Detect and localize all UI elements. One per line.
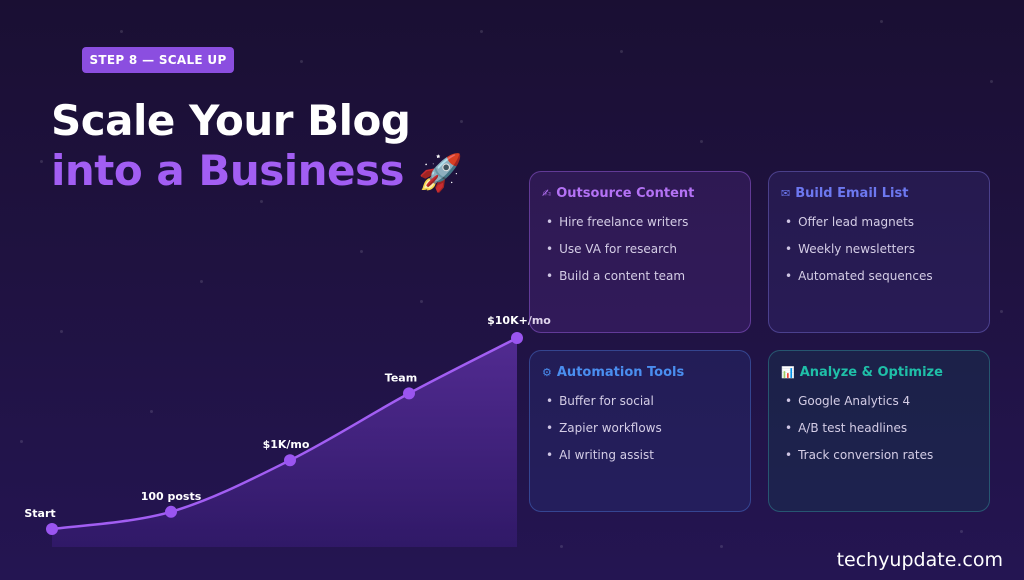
card-outsource-content: ✍ Outsource Content Hire freelance write…	[529, 171, 751, 333]
card-outsource-list: Hire freelance writers Use VA for resear…	[542, 215, 738, 283]
title-line-1: Scale Your Blog	[51, 96, 411, 145]
card-analyze-title: 📊 Analyze & Optimize	[781, 365, 977, 380]
card-outsource-title: ✍ Outsource Content	[542, 186, 738, 201]
footer-brand: techyupdate.com	[836, 549, 1003, 571]
list-item: Zapier workflows	[542, 421, 738, 435]
card-email-title: ✉ Build Email List	[781, 186, 977, 201]
chart-icon: 📊	[781, 366, 795, 379]
list-item: Buffer for social	[542, 394, 738, 408]
chart-point	[403, 387, 415, 400]
chart-point-label: 100 posts	[141, 490, 202, 503]
list-item: Google Analytics 4	[781, 394, 977, 408]
gear-icon: ⚙	[542, 366, 552, 379]
list-item: AI writing assist	[542, 448, 738, 462]
list-item: Track conversion rates	[781, 448, 977, 462]
list-item: Build a content team	[542, 269, 738, 283]
chart-area	[52, 338, 517, 547]
chart-point	[511, 332, 523, 344]
card-outsource-title-text: Outsource Content	[556, 186, 695, 201]
card-analyze-optimize: 📊 Analyze & Optimize Google Analytics 4 …	[768, 350, 990, 512]
card-analyze-list: Google Analytics 4 A/B test headlines Tr…	[781, 394, 977, 462]
list-item: Offer lead magnets	[781, 215, 977, 229]
list-item: A/B test headlines	[781, 421, 977, 435]
chart-point-label: Start	[24, 507, 55, 520]
list-item: Hire freelance writers	[542, 215, 738, 229]
envelope-icon: ✉	[781, 187, 791, 200]
chart-point	[46, 523, 58, 535]
card-email-title-text: Build Email List	[795, 186, 909, 201]
card-automation-title: ⚙ Automation Tools	[542, 365, 738, 380]
list-item: Automated sequences	[781, 269, 977, 283]
page-title: Scale Your Blog into a Business 🚀	[51, 96, 463, 199]
rocket-icon: 🚀	[418, 153, 463, 194]
card-automation-list: Buffer for social Zapier workflows AI wr…	[542, 394, 738, 462]
step-badge: STEP 8 — SCALE UP	[82, 47, 234, 73]
card-build-email-list: ✉ Build Email List Offer lead magnets We…	[768, 171, 990, 333]
list-item: Weekly newsletters	[781, 242, 977, 256]
card-automation-tools: ⚙ Automation Tools Buffer for social Zap…	[529, 350, 751, 512]
title-line-2: into a Business 🚀	[51, 146, 463, 199]
card-email-list: Offer lead magnets Weekly newsletters Au…	[781, 215, 977, 283]
card-automation-title-text: Automation Tools	[556, 365, 685, 380]
chart-point	[284, 454, 296, 467]
card-analyze-title-text: Analyze & Optimize	[799, 365, 943, 380]
title-line-2-text: into a Business	[51, 146, 405, 195]
pencil-icon: ✍	[542, 187, 552, 200]
chart-point-label: Team	[385, 371, 417, 384]
chart-point	[165, 505, 177, 518]
chart-point-label: $1K/mo	[263, 438, 310, 451]
list-item: Use VA for research	[542, 242, 738, 256]
